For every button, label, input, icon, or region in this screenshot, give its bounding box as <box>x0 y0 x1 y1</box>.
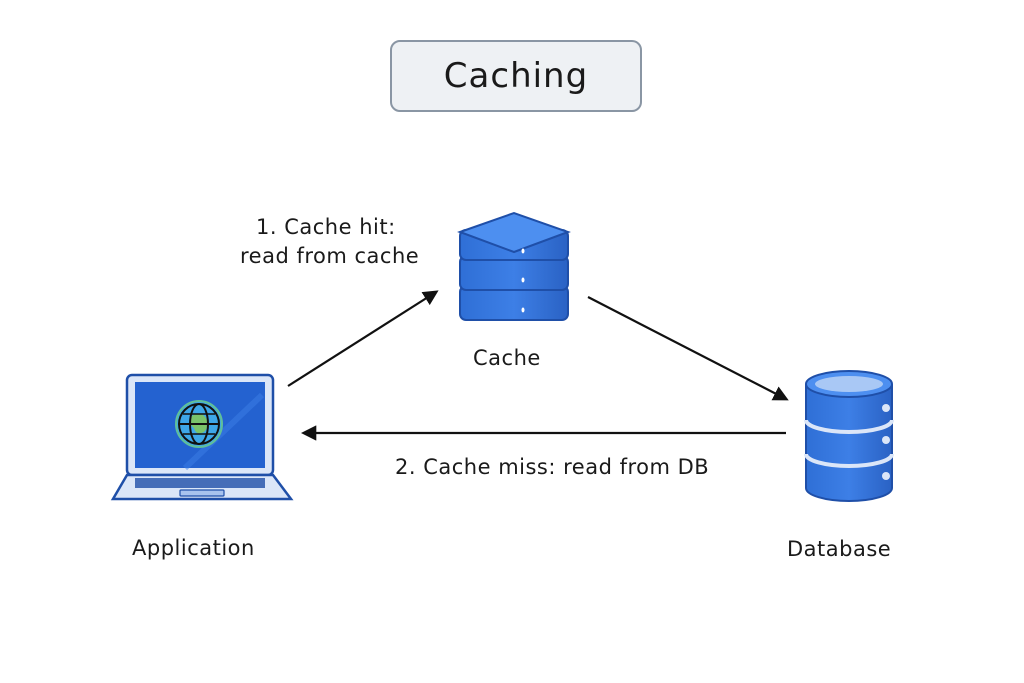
edge-label-cache-miss: 2. Cache miss: read from DB <box>395 455 710 479</box>
laptop-icon <box>110 373 294 501</box>
node-label-cache: Cache <box>473 346 541 370</box>
edge-app-to-cache <box>287 290 439 387</box>
globe-icon <box>175 400 223 448</box>
node-label-application: Application <box>132 536 255 560</box>
title-box: Caching <box>390 40 642 112</box>
edge-label-cache-hit-line1: 1. Cache hit: <box>256 215 396 239</box>
node-label-database: Database <box>787 537 892 561</box>
edge-label-cache-hit-line2: read from cache <box>240 244 420 268</box>
database-icon <box>804 370 894 502</box>
diagram-title: Caching <box>443 56 589 96</box>
server-stack-icon <box>457 211 571 321</box>
edge-cache-to-db <box>587 296 789 401</box>
